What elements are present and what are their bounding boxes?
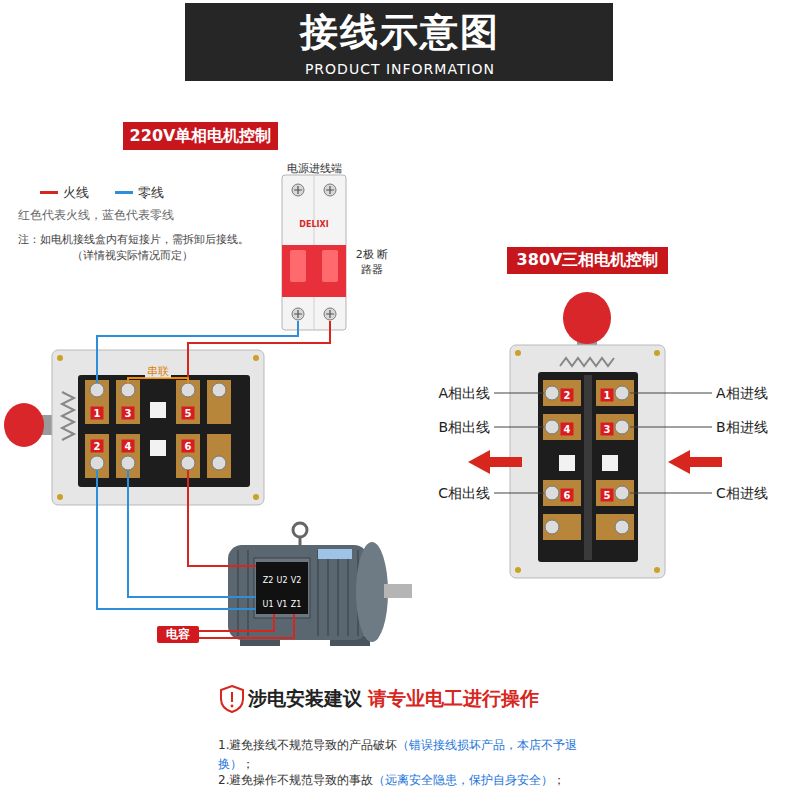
- warning-heading: 请专业电工进行操作: [368, 686, 539, 712]
- title-text: 接线示意图: [300, 10, 500, 54]
- terminal-number: 3: [122, 407, 135, 420]
- terminal-number: 5: [182, 407, 195, 420]
- pin-name: V1: [277, 600, 288, 609]
- band-text: 220V单相电机控制: [130, 126, 272, 147]
- phase-label: B相出线: [438, 419, 490, 435]
- band-text: 380V三相电机控制: [517, 250, 659, 271]
- label-wrap: V2: [291, 568, 302, 587]
- label-wrap: 3: [122, 402, 135, 421]
- pin-name: U2: [277, 576, 288, 585]
- advice-text: 1.避免接线不规范导致的产品破坏: [218, 738, 397, 752]
- label-wrap: 1: [601, 384, 614, 403]
- label-wrap: DELIXI: [299, 212, 328, 231]
- pin-name: Z2: [263, 576, 274, 585]
- label-wrap: A相出线: [438, 383, 490, 403]
- label-wrap: 5: [601, 484, 614, 503]
- wires: [97, 321, 330, 638]
- circuit-breaker: [282, 175, 346, 330]
- terminal-number: 2: [91, 440, 104, 453]
- legend-wrap: 火线: [63, 182, 89, 202]
- label-wrap: 1: [91, 402, 104, 421]
- label-wrap: （详情视实际情况而定）: [72, 244, 193, 263]
- warning-heading: 涉电安装建议: [248, 686, 362, 712]
- label-band: 220V单相电机控制: [123, 122, 278, 150]
- label-wrap: U1: [263, 592, 274, 611]
- note-text: 红色代表火线，蓝色代表零线: [18, 208, 174, 222]
- leader-lines: [494, 393, 712, 493]
- terminal-number: 4: [122, 440, 135, 453]
- label-wrap: PRODUCT INFORMATION: [305, 59, 495, 78]
- label-wrap: U2: [277, 568, 288, 587]
- label-wrap: 2: [91, 435, 104, 454]
- direction-arrow: [468, 450, 722, 474]
- switch-box: [4, 350, 264, 505]
- text-line: 1.避免接线不规范导致的产品破坏（错误接线损坏产品，本店不予退换）；: [218, 736, 590, 774]
- advice-text: 2.避免操作不规范导致的事故: [218, 773, 373, 787]
- label-wrap: 6: [182, 435, 195, 454]
- phase-label: A相出线: [438, 385, 490, 401]
- advice-text: ；: [553, 773, 565, 787]
- label-wrap: 2极 断路器: [352, 247, 392, 277]
- label-wrap: C相进线: [716, 483, 768, 503]
- switch-box: [510, 292, 665, 578]
- text-line: 涉电安装建议请专业电工进行操作: [248, 686, 539, 712]
- label-wrap: Z2: [263, 568, 274, 587]
- terminal-number: 1: [91, 407, 104, 420]
- advice-text: ；: [242, 757, 254, 771]
- band-text: 电容: [166, 626, 190, 643]
- label-band: 电容: [157, 626, 199, 643]
- terminal-number: 6: [561, 489, 574, 502]
- label-wrap: V1: [277, 592, 288, 611]
- label-band: 380V三相电机控制: [507, 247, 668, 274]
- terminal-number: 5: [601, 489, 614, 502]
- pin-name: Z1: [291, 600, 302, 609]
- label-wrap: Z1: [291, 592, 302, 611]
- motor: [228, 523, 412, 646]
- pin-name: V2: [291, 576, 302, 585]
- wire-note: 串联: [145, 365, 171, 378]
- label-wrap: A相进线: [716, 383, 768, 403]
- advice-note: （远离安全隐患，保护自身安全）: [373, 773, 553, 787]
- label-wrap: 4: [561, 418, 574, 437]
- terminal-number: 4: [561, 423, 574, 436]
- label-wrap: 串联: [145, 360, 171, 379]
- pin-name: U1: [263, 600, 274, 609]
- legend-text: 零线: [138, 185, 164, 200]
- label-wrap: 2: [561, 384, 574, 403]
- terminal-number: 3: [601, 423, 614, 436]
- label-wrap: 注：如电机接线盒内有短接片，需拆卸后接线。: [18, 228, 249, 247]
- warning-icon: [221, 686, 243, 712]
- title-wrap: 接线示意图: [300, 7, 500, 58]
- label-wrap: 4: [122, 435, 135, 454]
- part-label: 2极 断路器: [352, 247, 392, 277]
- phase-label: B相进线: [716, 419, 768, 435]
- label-wrap: B相进线: [716, 417, 768, 437]
- legend-swatch: [115, 191, 133, 194]
- terminal-number: 2: [561, 389, 574, 402]
- note-text: 注：如电机接线盒内有短接片，需拆卸后接线。: [18, 233, 249, 246]
- legend-wrap: 零线: [138, 182, 164, 202]
- phase-label: C相进线: [716, 485, 768, 501]
- label-wrap: 电源进线端: [287, 157, 342, 176]
- part-label: 电源进线端: [287, 162, 342, 175]
- legend-text: 火线: [63, 185, 89, 200]
- title-band: [185, 3, 613, 81]
- phase-label: A相进线: [716, 385, 768, 401]
- label-wrap: 3: [601, 418, 614, 437]
- label-wrap: B相出线: [438, 417, 490, 437]
- label-wrap: 5: [182, 402, 195, 421]
- label-wrap: C相出线: [438, 483, 490, 503]
- terminal-number: 6: [182, 440, 195, 453]
- legend-swatch: [40, 191, 58, 194]
- label-wrap: 红色代表火线，蓝色代表零线: [18, 204, 174, 224]
- brand-mark: DELIXI: [299, 220, 328, 229]
- note-text: （详情视实际情况而定）: [72, 249, 193, 262]
- terminal-number: 1: [601, 389, 614, 402]
- text-line: 2.避免操作不规范导致的事故（远离安全隐患，保护自身安全）；: [218, 771, 638, 790]
- label-wrap: 6: [561, 484, 574, 503]
- subtitle: PRODUCT INFORMATION: [305, 61, 495, 77]
- phase-label: C相出线: [438, 485, 490, 501]
